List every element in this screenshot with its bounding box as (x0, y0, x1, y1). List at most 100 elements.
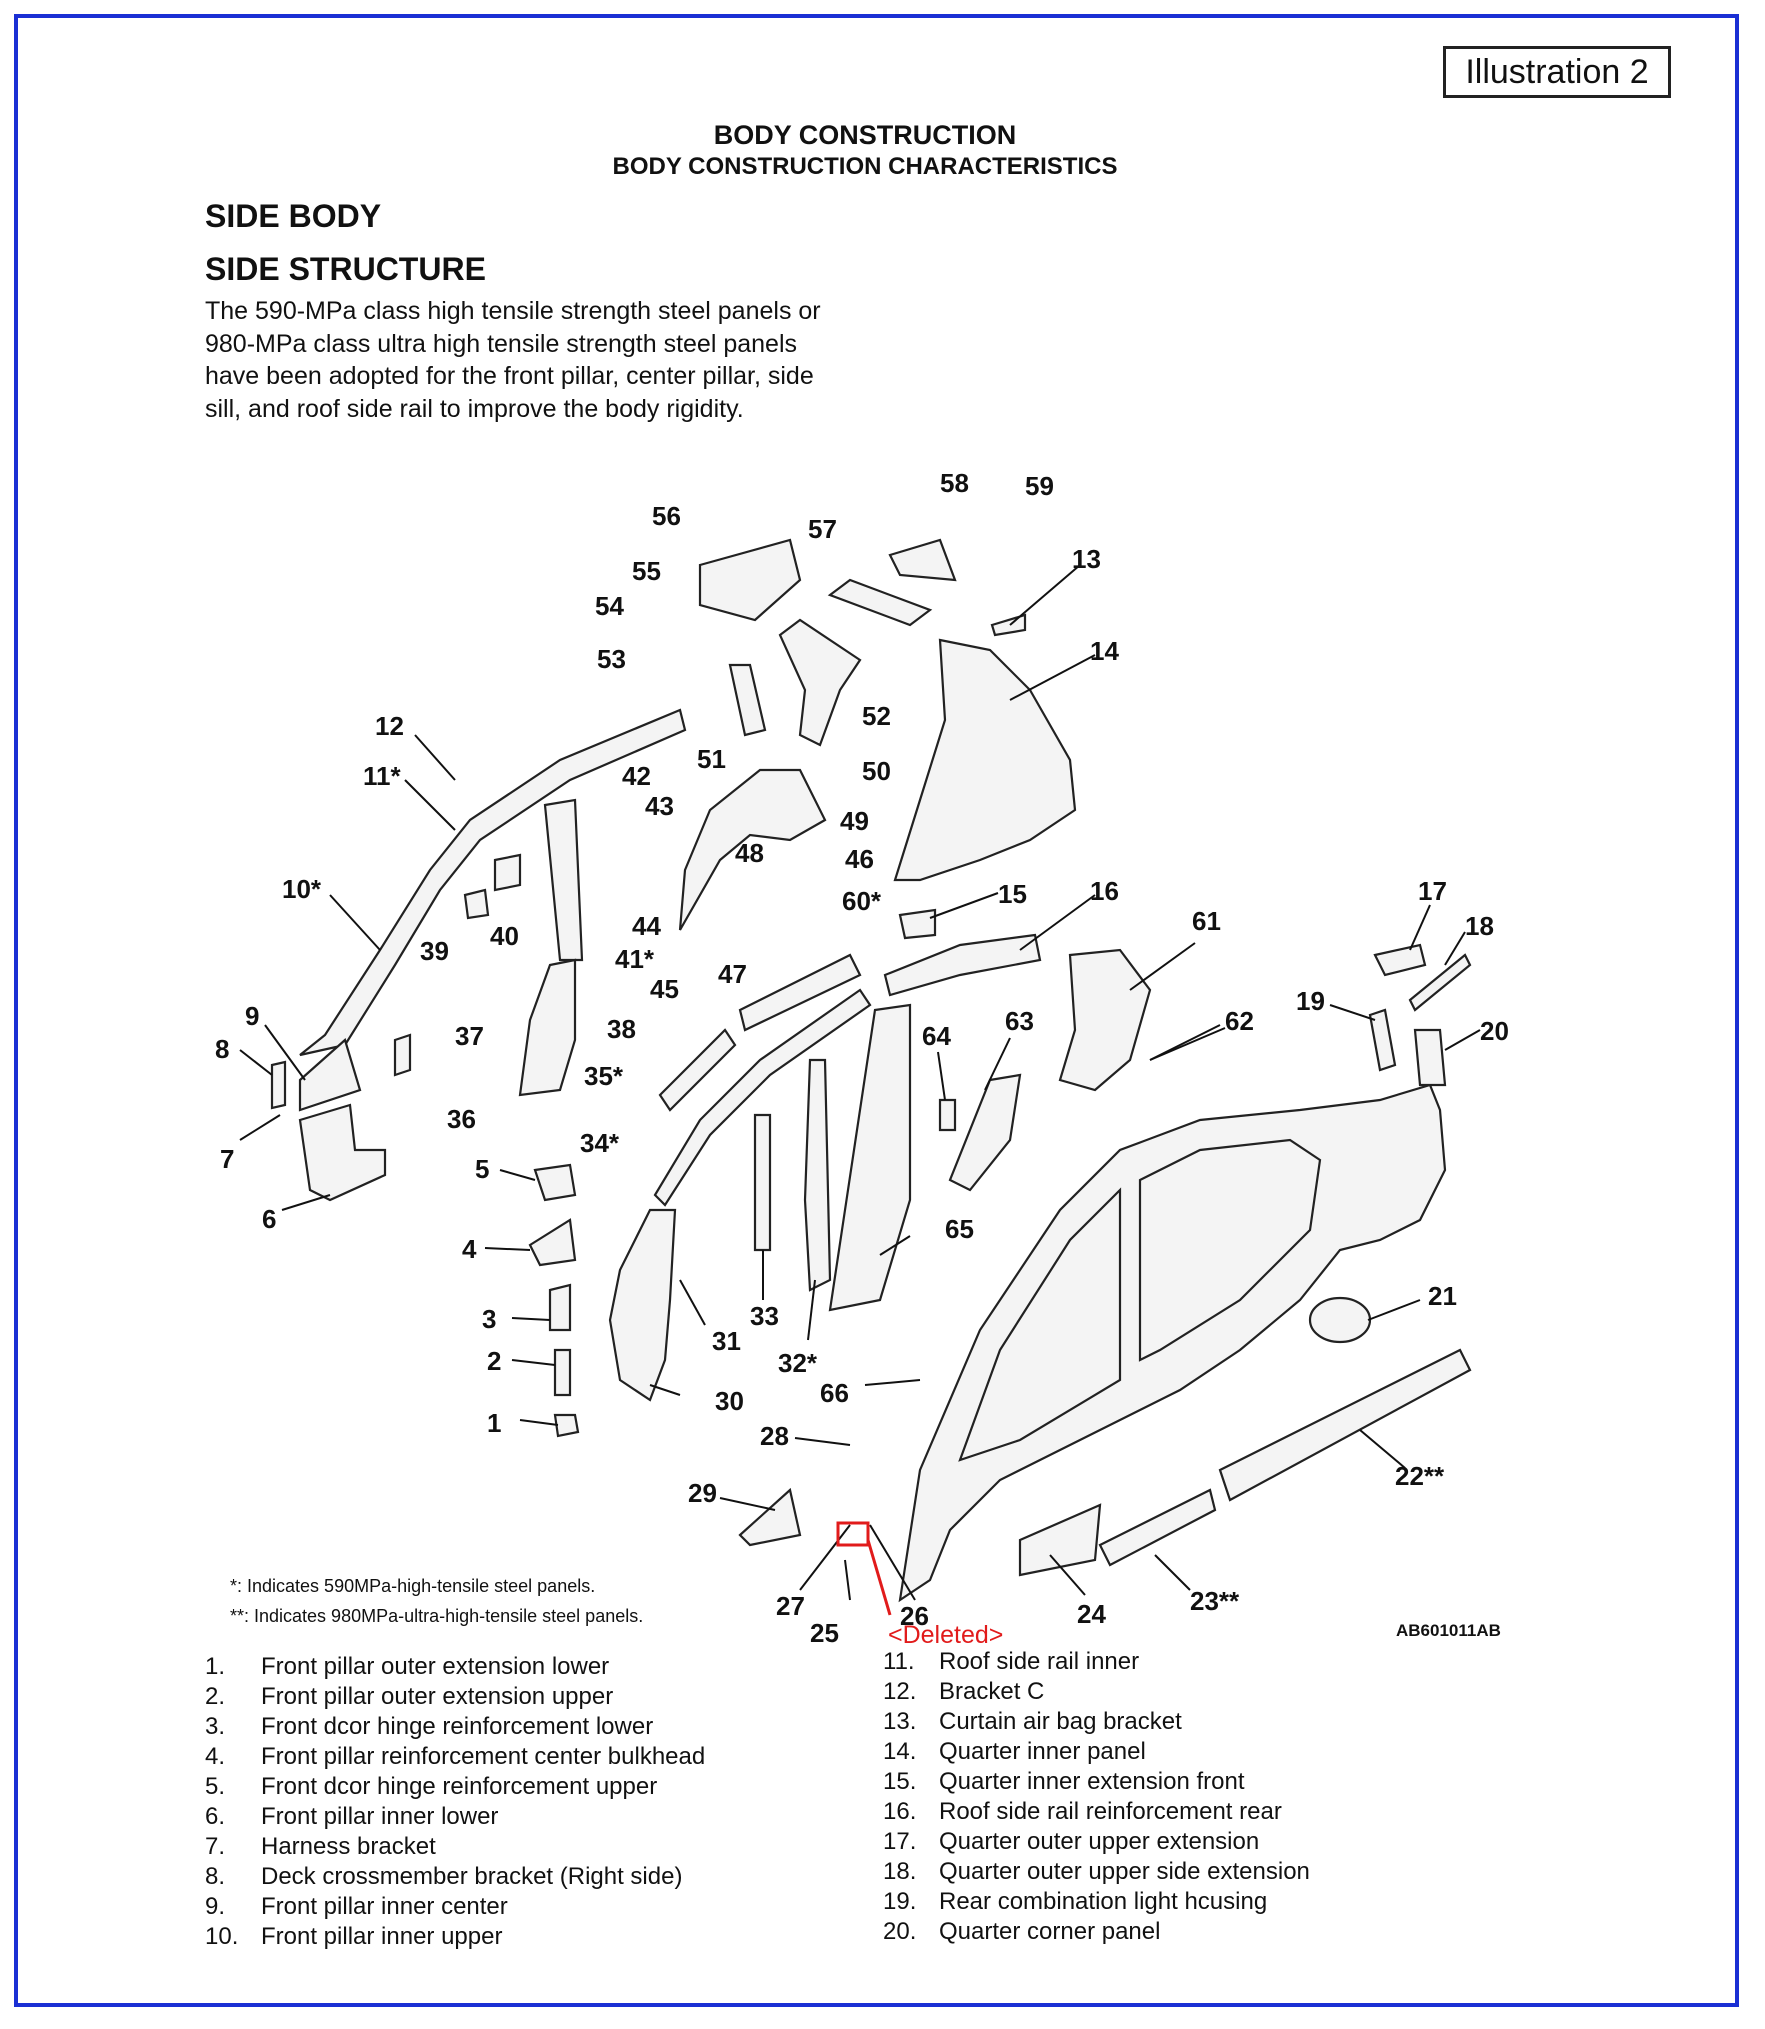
part-side-sill-reinforcement (1218, 1348, 1472, 1502)
legend-item-label: Front pillar inner lower (261, 1803, 499, 1830)
legend-item-number: 20. (883, 1918, 917, 1945)
part-window-opening-rear (1138, 1138, 1322, 1362)
callout-3: 3 (482, 1304, 496, 1334)
callout-33: 33 (750, 1301, 779, 1331)
legend-item: 9.Front pillar inner center (205, 1892, 705, 1922)
part-24 (1018, 1503, 1102, 1577)
legend-item: 5.Front dcor hinge reinforcement upper (205, 1772, 705, 1802)
section-heading-side-body: SIDE BODY (205, 198, 382, 234)
legend-item-number: 7. (205, 1833, 226, 1860)
callout-31: 31 (712, 1326, 741, 1356)
legend-item: 6. Front pillar inner lower (205, 1802, 705, 1832)
legend-item: 1. Front pillar outer extension lower (205, 1652, 705, 1682)
callout-48: 48 (735, 838, 764, 868)
callout-60: 60* (842, 886, 882, 916)
callout-17: 17 (1418, 876, 1447, 906)
callout-39: 39 (420, 936, 449, 966)
callout-43: 43 (645, 791, 674, 821)
part-38 (518, 958, 577, 1097)
callout-64: 64 (922, 1021, 951, 1051)
page-frame (14, 14, 1739, 2007)
legend-item-number: 11. (883, 1648, 915, 1675)
legend-item-label: Front pillar inner upper (261, 1923, 503, 1950)
callout-59: 59 (1025, 471, 1054, 501)
callout-44: 44 (632, 911, 661, 941)
page-title: BODY CONSTRUCTION (713, 120, 1017, 150)
callout-29: 29 (688, 1478, 717, 1508)
callout-49: 49 (840, 806, 869, 836)
part-30 (608, 1208, 677, 1402)
legend-item-number: 14. (883, 1738, 917, 1765)
legend-item-number: 16. (883, 1798, 917, 1825)
legend-item: 12.Bracket C (883, 1677, 1310, 1707)
callout-51: 51 (697, 744, 726, 774)
callout-45: 45 (650, 974, 679, 1004)
legend-item-label: Roof side rail reinforcement rear (939, 1798, 1282, 1825)
callout-66: 66 (820, 1378, 849, 1408)
legend-item: 15.Quarter inner extension front (883, 1767, 1310, 1797)
notes: *: Indicates 590MPa-high-tensile steel p… (230, 1571, 643, 1631)
note-980mpa: **: Indicates 980MPa-ultra-high-tensile … (230, 1606, 644, 1626)
part-13 (990, 613, 1027, 637)
part-18 (1408, 953, 1472, 1012)
callout-36: 36 (447, 1104, 476, 1134)
callout-20: 20 (1480, 1016, 1509, 1046)
legend-item-number: 17. (883, 1828, 917, 1855)
intro-paragraph: The 590-MPa class high tensile strength … (205, 297, 821, 423)
legend-item-number: 1. (205, 1653, 226, 1680)
callout-26: 26 (900, 1601, 929, 1631)
deleted-label: <Deleted> (888, 1621, 1003, 1649)
legend-item-label: Quarter inner panel (939, 1738, 1146, 1765)
part-window-opening-front (958, 1187, 1122, 1462)
callout-38: 38 (607, 1014, 636, 1044)
legend-item: 8.Deck crossmember bracket (Right side) (205, 1862, 705, 1892)
callout-55: 55 (632, 556, 661, 586)
callout-18: 18 (1465, 911, 1494, 941)
part-2 (553, 1348, 572, 1397)
part-roof-side-rail-inner (299, 708, 687, 1057)
part-52 (778, 618, 862, 747)
part-58 (888, 538, 957, 582)
legend-item-number: 6. (205, 1803, 226, 1830)
legend-item-label: Front pillar outer extension upper (261, 1683, 614, 1710)
legend-item-label: Harness bracket (261, 1833, 436, 1860)
part-41 (543, 798, 584, 962)
legend-item-number: 8. (205, 1863, 226, 1890)
legend-item: 7. Harness bracket (205, 1832, 705, 1862)
part-56 (698, 538, 802, 622)
part-15 (898, 908, 937, 940)
callout-25: 25 (810, 1618, 839, 1648)
part-34 (653, 988, 872, 1207)
callout-7: 7 (220, 1144, 234, 1174)
legend-item-number: 13. (883, 1708, 917, 1735)
part-51 (728, 663, 767, 737)
legend-item: 19.Rear combination light hcusing (883, 1887, 1310, 1917)
legend-item-label: Rear combination light hcusing (939, 1888, 1268, 1915)
callout-40: 40 (490, 921, 519, 951)
part-61 (1058, 948, 1152, 1092)
legend-item: 14. Quarter inner panel (883, 1737, 1310, 1767)
part-8 (270, 1060, 287, 1110)
callout-57: 57 (808, 514, 837, 544)
callout-47: 47 (718, 959, 747, 989)
callout-46: 46 (845, 844, 874, 874)
legend-item-label: Front dcor hinge reinforcement lower (261, 1713, 654, 1740)
leader-lines (239, 564, 1481, 1601)
part-19 (1368, 1008, 1397, 1072)
legend-item-label: Quarter outer upper extension (939, 1828, 1260, 1855)
part-23 (1098, 1488, 1217, 1567)
part-64 (938, 1098, 957, 1132)
legend-item-label: Front dcor hinge reinforcement upper (261, 1773, 658, 1800)
legend-item-label: Curtain air bag bracket (939, 1708, 1182, 1735)
legend-item-label: Front pillar outer extension lower (261, 1653, 610, 1680)
callout-2: 2 (487, 1346, 501, 1376)
deleted-marker-line (866, 1539, 892, 1616)
legend-item: 2.Front pillar outer extension upper (205, 1682, 705, 1712)
legend-item-label: Quarter outer upper side extension (939, 1858, 1310, 1885)
part-60 (738, 953, 862, 1032)
legend-item-number: 10. (205, 1923, 239, 1950)
callout-56: 56 (652, 501, 681, 531)
legend-item-number: 4. (205, 1743, 226, 1770)
legend-item: 13. Curtain air bag bracket (883, 1707, 1310, 1737)
